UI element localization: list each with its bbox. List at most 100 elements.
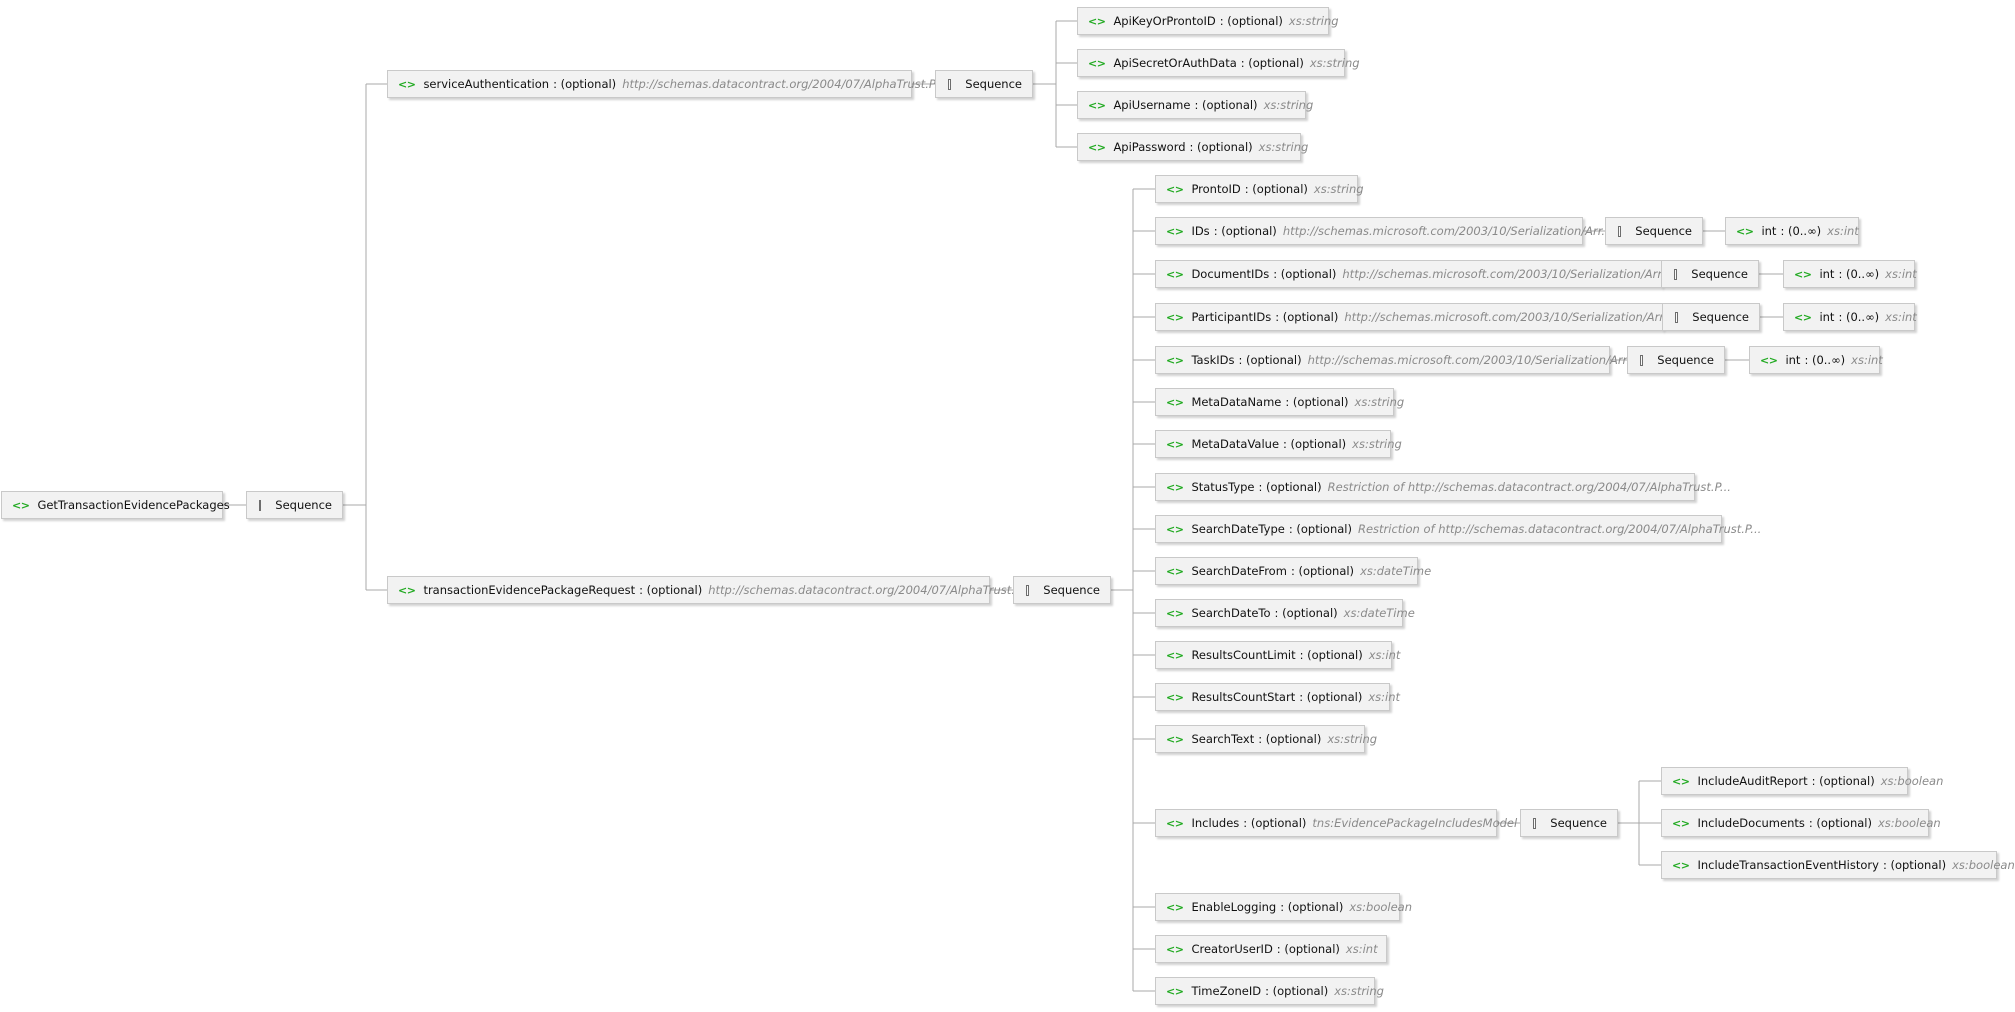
element-icon: <> bbox=[1088, 14, 1106, 28]
element-name: Includes bbox=[1191, 816, 1240, 830]
element-icon: <> bbox=[1166, 310, 1184, 324]
element-SearchDateTo[interactable]: <>SearchDateTo: (optional)xs:dateTime bbox=[1155, 599, 1415, 627]
element-icon: <> bbox=[1672, 858, 1690, 872]
element-occurrence: : (optional) bbox=[1213, 224, 1277, 238]
element-int[interactable]: <>int: (0..∞)xs:int bbox=[1783, 260, 1917, 288]
element-ApiSecretOrAuthData[interactable]: <>ApiSecretOrAuthData: (optional)xs:stri… bbox=[1077, 49, 1360, 77]
sequence-node[interactable]: Sequence bbox=[1605, 217, 1703, 245]
element-DocumentIDs[interactable]: <>DocumentIDs: (optional)http://schemas.… bbox=[1155, 260, 1672, 288]
element-occurrence: : (optional) bbox=[1238, 353, 1302, 367]
element-name: DocumentIDs bbox=[1191, 267, 1270, 281]
element-occurrence: : (optional) bbox=[1194, 98, 1258, 112]
element-Includes[interactable]: <>Includes: (optional)tns:EvidencePackag… bbox=[1155, 809, 1517, 837]
element-serviceAuthentication[interactable]: <>serviceAuthentication: (optional)http:… bbox=[387, 70, 945, 98]
element-int[interactable]: <>int: (0..∞)xs:int bbox=[1783, 303, 1917, 331]
element-type: xs:string bbox=[1258, 140, 1309, 154]
root-element[interactable]: <>GetTransactionEvidencePackages bbox=[1, 491, 230, 519]
element-IncludeDocuments[interactable]: <>IncludeDocuments: (optional)xs:boolean bbox=[1661, 809, 1941, 837]
element-icon: <> bbox=[1088, 56, 1106, 70]
element-occurrence: : (optional) bbox=[1288, 522, 1352, 536]
element-MetaDataValue[interactable]: <>MetaDataValue: (optional)xs:string bbox=[1155, 430, 1402, 458]
sequence-node[interactable]: Sequence bbox=[1661, 260, 1759, 288]
element-IncludeTransactionEventHistory[interactable]: <>IncludeTransactionEventHistory: (optio… bbox=[1661, 851, 2015, 879]
element-SearchDateFrom[interactable]: <>SearchDateFrom: (optional)xs:dateTime bbox=[1155, 557, 1431, 585]
element-ApiUsername[interactable]: <>ApiUsername: (optional)xs:string bbox=[1077, 91, 1313, 119]
element-name: IncludeDocuments bbox=[1697, 816, 1805, 830]
element-occurrence: : (0..∞) bbox=[1804, 353, 1846, 367]
element-name: IDs bbox=[1191, 224, 1210, 238]
element-name: TimeZoneID bbox=[1191, 984, 1262, 998]
sequence-node[interactable]: Sequence bbox=[1662, 303, 1760, 331]
sequence-node[interactable]: Sequence bbox=[246, 491, 343, 519]
element-StatusType[interactable]: <>StatusType: (optional)Restriction of h… bbox=[1155, 473, 1731, 501]
element-name: StatusType bbox=[1191, 480, 1255, 494]
element-type: xs:dateTime bbox=[1360, 564, 1432, 578]
sequence-label: Sequence bbox=[1657, 353, 1714, 367]
element-occurrence: : (optional) bbox=[1283, 437, 1347, 451]
element-type: xs:string bbox=[1334, 984, 1384, 998]
sequence-icon bbox=[259, 499, 262, 511]
element-name: SearchText bbox=[1191, 732, 1255, 746]
sequence-node[interactable]: Sequence bbox=[935, 70, 1033, 98]
element-TimeZoneID[interactable]: <>TimeZoneID: (optional)xs:string bbox=[1155, 977, 1384, 1005]
element-MetaDataName[interactable]: <>MetaDataName: (optional)xs:string bbox=[1155, 388, 1404, 416]
element-name: CreatorUserID bbox=[1191, 942, 1273, 956]
element-name: ApiSecretOrAuthData bbox=[1113, 56, 1237, 70]
element-occurrence: : (optional) bbox=[1240, 56, 1304, 70]
element-name: MetaDataValue bbox=[1191, 437, 1280, 451]
element-SearchText[interactable]: <>SearchText: (optional)xs:string bbox=[1155, 725, 1377, 753]
element-IDs[interactable]: <>IDs: (optional)http://schemas.microsof… bbox=[1155, 217, 1612, 245]
element-name: int bbox=[1819, 267, 1835, 281]
sequence-node[interactable]: Sequence bbox=[1520, 809, 1618, 837]
sequence-label: Sequence bbox=[1043, 583, 1100, 597]
element-icon: <> bbox=[1166, 480, 1184, 494]
element-type: xs:int bbox=[1885, 310, 1917, 324]
element-icon: <> bbox=[1088, 140, 1106, 154]
element-int[interactable]: <>int: (0..∞)xs:int bbox=[1725, 217, 1859, 245]
element-IncludeAuditReport[interactable]: <>IncludeAuditReport: (optional)xs:boole… bbox=[1661, 767, 1943, 795]
element-name: ResultsCountLimit bbox=[1191, 648, 1296, 662]
element-TaskIDs[interactable]: <>TaskIDs: (optional)http://schemas.micr… bbox=[1155, 346, 1637, 374]
sequence-label: Sequence bbox=[1550, 816, 1607, 830]
element-icon: <> bbox=[1166, 900, 1184, 914]
element-type: Restriction of http://schemas.datacontra… bbox=[1327, 480, 1731, 494]
sequence-label: Sequence bbox=[1692, 310, 1749, 324]
element-SearchDateType[interactable]: <>SearchDateType: (optional)Restriction … bbox=[1155, 515, 1761, 543]
element-occurrence: : (optional) bbox=[1273, 267, 1337, 281]
element-ProntoID[interactable]: <>ProntoID: (optional)xs:string bbox=[1155, 175, 1364, 203]
element-name: ResultsCountStart bbox=[1191, 690, 1296, 704]
element-icon: <> bbox=[1166, 732, 1184, 746]
element-type: xs:boolean bbox=[1952, 858, 2015, 872]
element-transactionEvidencePackageRequest[interactable]: <>transactionEvidencePackageRequest: (op… bbox=[387, 576, 1031, 604]
element-occurrence: : (optional) bbox=[1299, 690, 1363, 704]
element-icon: <> bbox=[1672, 816, 1690, 830]
element-name: ApiPassword bbox=[1113, 140, 1186, 154]
sequence-node[interactable]: Sequence bbox=[1627, 346, 1725, 374]
element-ResultsCountLimit[interactable]: <>ResultsCountLimit: (optional)xs:int bbox=[1155, 641, 1400, 669]
element-name: ApiUsername bbox=[1113, 98, 1191, 112]
element-ParticipantIDs[interactable]: <>ParticipantIDs: (optional)http://schem… bbox=[1155, 303, 1674, 331]
element-ApiPassword[interactable]: <>ApiPassword: (optional)xs:string bbox=[1077, 133, 1308, 161]
element-occurrence: : (optional) bbox=[1882, 858, 1947, 872]
element-occurrence: : (optional) bbox=[1274, 606, 1338, 620]
element-name: serviceAuthentication bbox=[423, 77, 550, 91]
element-ApiKeyOrProntoID[interactable]: <>ApiKeyOrProntoID: (optional)xs:string bbox=[1077, 7, 1339, 35]
element-type: xs:int bbox=[1345, 942, 1378, 956]
element-name: IncludeAuditReport bbox=[1697, 774, 1808, 788]
element-type: xs:boolean bbox=[1878, 816, 1941, 830]
element-icon: <> bbox=[12, 498, 30, 512]
element-type: xs:boolean bbox=[1349, 900, 1413, 914]
element-type: http://schemas.datacontract.org/2004/07/… bbox=[708, 583, 1032, 597]
element-icon: <> bbox=[1166, 942, 1184, 956]
element-type: xs:int bbox=[1368, 648, 1401, 662]
element-type: xs:string bbox=[1288, 14, 1339, 28]
element-type: xs:string bbox=[1354, 395, 1405, 409]
element-type: xs:string bbox=[1352, 437, 1402, 451]
element-type: tns:EvidencePackageIncludesModel bbox=[1312, 816, 1518, 830]
element-EnableLogging[interactable]: <>EnableLogging: (optional)xs:boolean bbox=[1155, 893, 1412, 921]
sequence-node[interactable]: Sequence bbox=[1013, 576, 1111, 604]
element-icon: <> bbox=[398, 583, 416, 597]
element-CreatorUserID[interactable]: <>CreatorUserID: (optional)xs:int bbox=[1155, 935, 1387, 963]
element-int[interactable]: <>int: (0..∞)xs:int bbox=[1749, 346, 1883, 374]
element-ResultsCountStart[interactable]: <>ResultsCountStart: (optional)xs:int bbox=[1155, 683, 1400, 711]
